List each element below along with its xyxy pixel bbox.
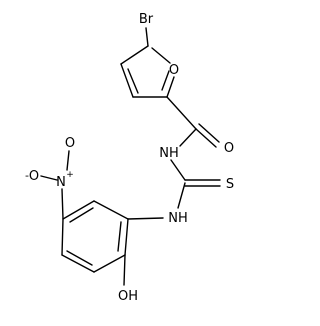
- bond-b4-b5: [61, 218, 64, 256]
- bond-nh2-aryl: [127, 217, 164, 220]
- hydroxyl-label: OH: [118, 289, 138, 304]
- nitro-oxygen-left-label: O: [29, 169, 39, 184]
- bond-b3-b4: [61, 254, 95, 273]
- nitro-n-charge: +: [66, 170, 74, 180]
- bond-b1-b2-inner: [117, 221, 122, 252]
- bond-c2-camide: [166, 96, 197, 130]
- bond-o-c5: [151, 47, 171, 64]
- bond-n-oleft: [40, 175, 58, 181]
- amide-nh-label: NH: [159, 146, 179, 161]
- bond-b5-n: [61, 188, 64, 220]
- nitro-nitrogen-label: N: [56, 175, 66, 190]
- bond-c2-c3-inner: [161, 70, 170, 91]
- bond-camide-nh: [179, 128, 197, 147]
- bond-c2-o: [166, 76, 175, 98]
- ring-oxygen-label: O: [169, 63, 179, 78]
- bond-b6-b1: [93, 200, 129, 220]
- bond-b5-b6-inner: [69, 207, 94, 223]
- sulfur-label: S: [226, 177, 234, 192]
- bond-nh-cs: [170, 159, 186, 181]
- bond-n-otop: [66, 150, 70, 171]
- bond-cs-nh2: [177, 182, 186, 209]
- bond-lines: [40, 27, 221, 286]
- molecule-structure: Br O O NH S NH OH N + O O -: [25, 12, 234, 304]
- bond-b5-b6: [62, 200, 95, 220]
- bond-c5-c4: [120, 45, 149, 65]
- bond-b3-b4-inner: [66, 250, 93, 266]
- bond-b1-b2: [124, 218, 129, 256]
- bond-b2-b3: [93, 254, 126, 273]
- nitro-oxygen-top-label: O: [65, 136, 75, 151]
- nitro-o-charge: -: [25, 169, 29, 182]
- bond-c5-br: [145, 27, 149, 47]
- bond-c4-c3: [120, 63, 134, 98]
- bromine-label: Br: [139, 12, 154, 27]
- bond-c4-c3-inner: [127, 68, 139, 94]
- bond-camide-o-double: [198, 123, 220, 143]
- bond-camide-o: [195, 128, 217, 148]
- thioamide-nh-label: NH: [168, 211, 188, 226]
- carbonyl-oxygen-label: O: [224, 141, 234, 156]
- bond-b2-oh: [123, 254, 126, 286]
